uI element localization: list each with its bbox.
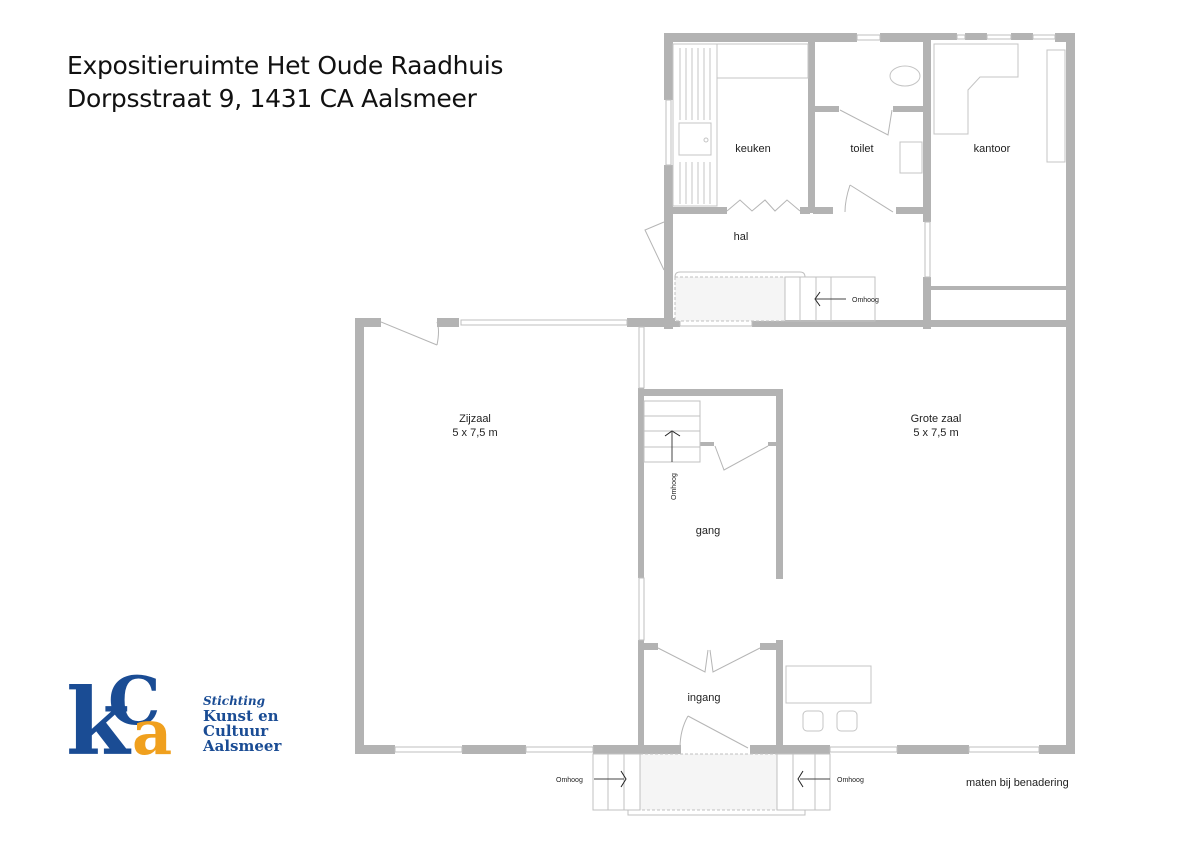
room-label-zijzaal: Zijzaal [459, 413, 491, 425]
windows [394, 34, 1056, 753]
fixtures [672, 43, 1066, 732]
stair-label-front-left: Omhoog [556, 777, 583, 784]
stair-label-gang: Omhoog [671, 473, 678, 500]
dimensions-note: maten bij benadering [966, 777, 1069, 789]
room-label-grote-zaal: Grote zaal [911, 413, 962, 425]
logo-letter-k: k [66, 668, 132, 761]
logo-letter-c: C [108, 666, 161, 740]
logo-line-aalsmeer: Aalsmeer [203, 737, 282, 755]
title-address: Dorpsstraat 9, 1431 CA Aalsmeer [67, 84, 477, 113]
logo-line-cultuur: Cultuur [203, 722, 269, 740]
stair-label-hal: Omhoog [852, 297, 879, 304]
stair-label-front-right: Omhoog [837, 777, 864, 784]
page-title: Expositieruimte Het Oude Raadhuis Dorpss… [67, 49, 503, 115]
stairs [592, 271, 876, 816]
stair-labels: Omhoog Omhoog Omhoog Omhoog [556, 297, 879, 784]
logo-line-kunst: Kunst en [203, 707, 279, 725]
room-label-kantoor: kantoor [974, 143, 1011, 155]
room-label-toilet: toilet [850, 143, 873, 155]
title-venue-name: Expositieruimte Het Oude Raadhuis [67, 51, 504, 80]
logo-text: Stichting Kunst en Cultuur Aalsmeer [203, 694, 281, 754]
doors [380, 109, 894, 749]
room-label-keuken: keuken [735, 143, 770, 155]
room-size-zijzaal: 5 x 7,5 m [452, 427, 497, 439]
walls [355, 33, 1075, 754]
logo-line-stichting: Stichting [203, 694, 266, 708]
room-label-ingang: ingang [687, 692, 720, 704]
room-size-grote-zaal: 5 x 7,5 m [913, 427, 958, 439]
room-label-hal: hal [734, 231, 749, 243]
logo-letter-a: a [132, 696, 172, 761]
kca-logo: k C a [66, 666, 172, 761]
room-label-gang: gang [696, 525, 720, 537]
room-labels: keuken toilet kantoor hal Zijzaal 5 x 7,… [452, 143, 1010, 704]
